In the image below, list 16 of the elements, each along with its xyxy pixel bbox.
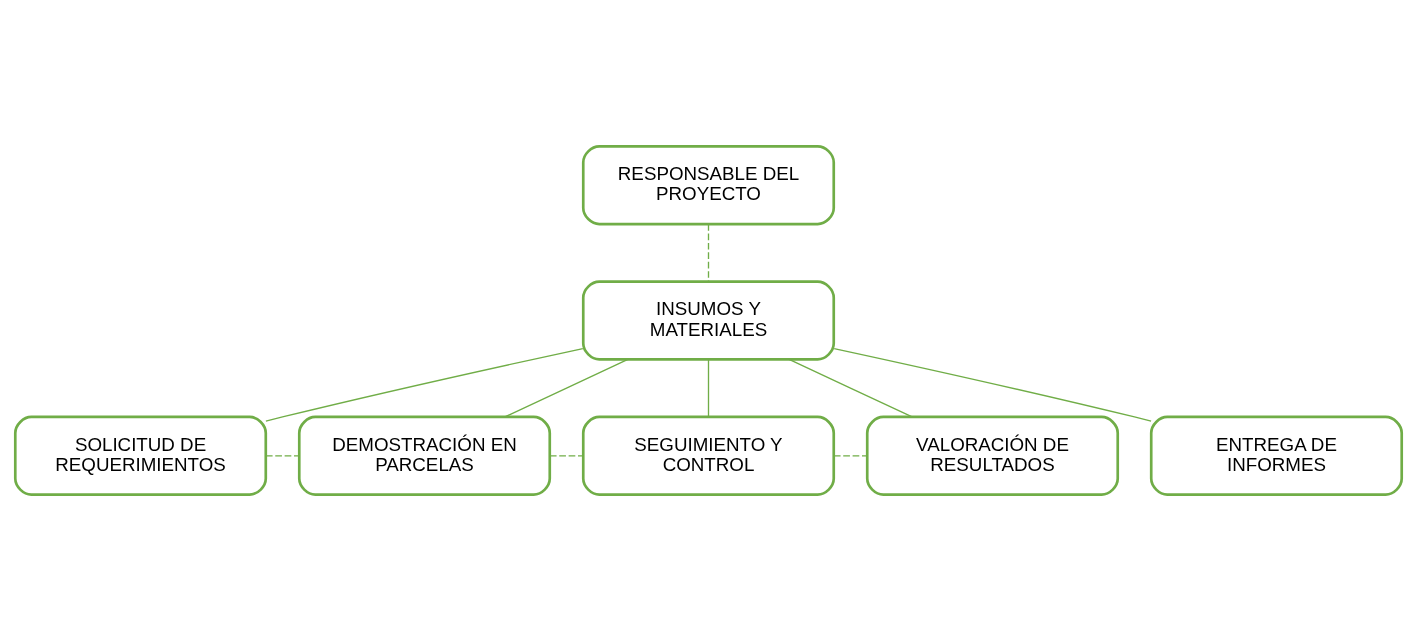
connector	[504, 358, 629, 418]
node-box: SOLICITUD DE REQUERIMIENTOS	[13, 415, 268, 496]
node-box: SEGUIMIENTO Y CONTROL	[581, 415, 836, 496]
connector	[833, 454, 868, 456]
connector	[833, 347, 1152, 422]
node-box: INSUMOS Y MATERIALES	[581, 279, 836, 361]
connector	[549, 454, 584, 456]
node-box: ENTREGA DE INFORMES	[1149, 415, 1404, 496]
connector	[265, 347, 584, 422]
node-box: RESPONSABLE DEL PROYECTO	[581, 144, 836, 225]
node-box: VALORACIÓN DE RESULTADOS	[865, 415, 1120, 496]
connector	[265, 454, 300, 456]
connector	[707, 358, 710, 417]
connector	[788, 358, 913, 418]
connector	[707, 223, 710, 282]
node-box: DEMOSTRACIÓN EN PARCELAS	[297, 415, 552, 496]
